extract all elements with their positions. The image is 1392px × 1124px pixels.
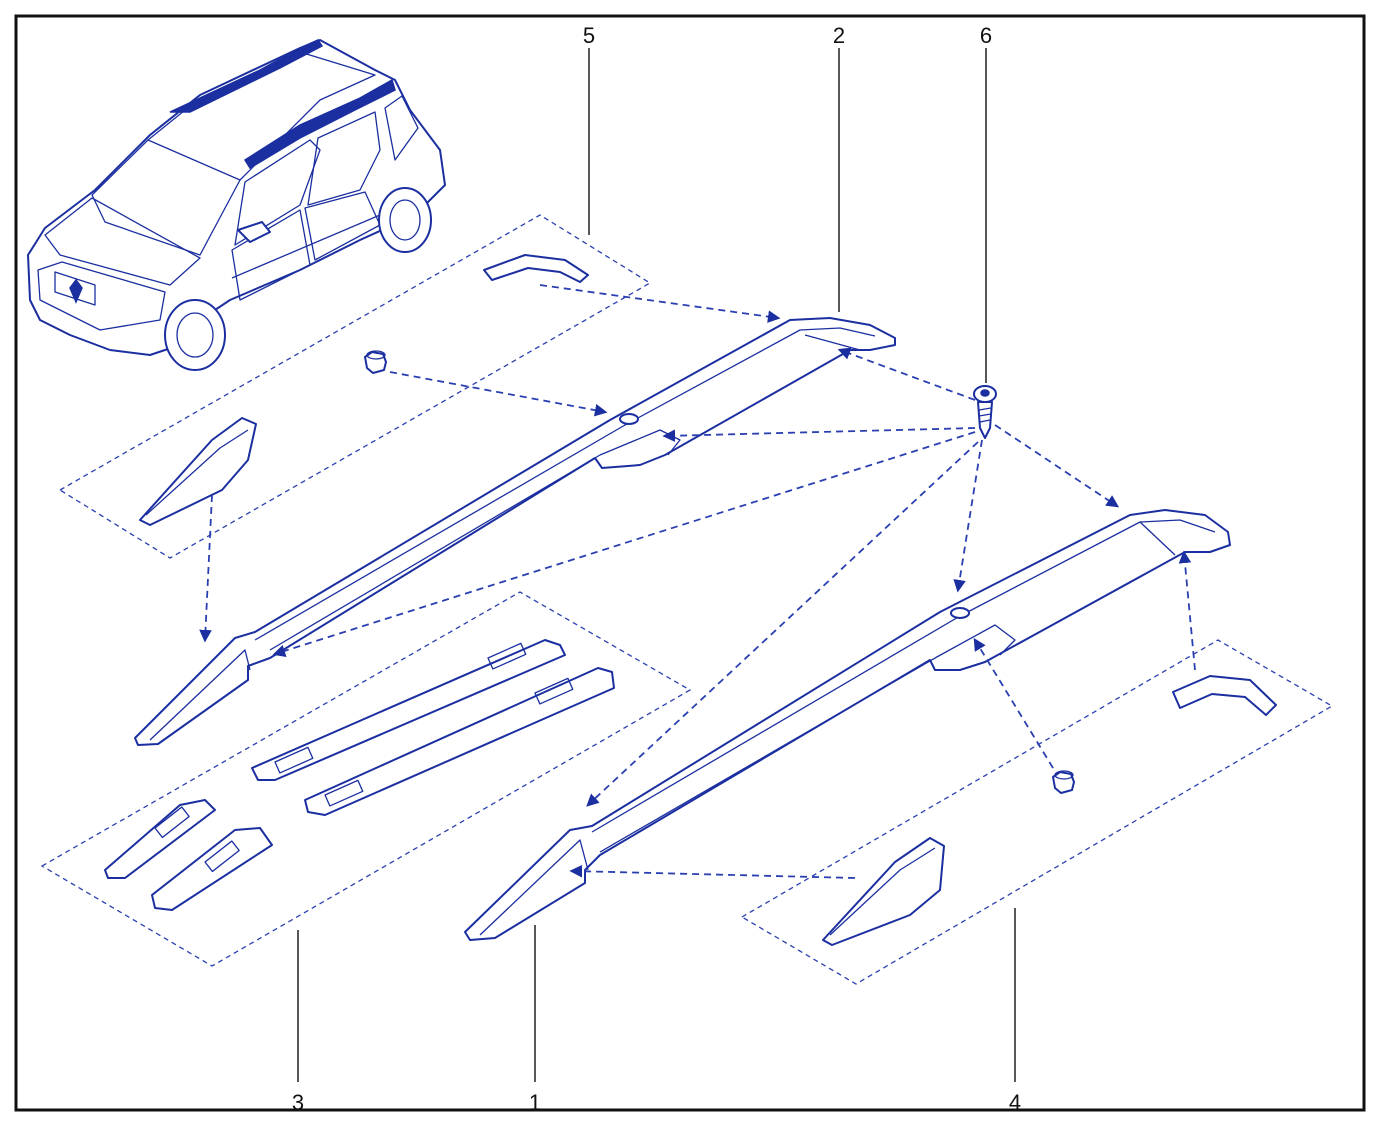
end-cap-rear-upper [483,254,589,283]
end-cap-front-left [139,417,257,526]
screw [973,385,997,439]
end-cap-front-right [822,837,945,946]
callout-4: 4 [1009,1090,1021,1115]
plug-upper [364,350,387,374]
rail-upper-screw-hole [619,413,639,425]
callout-2: 2 [833,23,845,48]
car-illustration [27,39,446,371]
roof-rail-lower [464,509,1231,941]
diagram-frame [14,14,1366,1112]
assembly-arrows [199,284,1196,879]
tray-lower-left [40,591,692,967]
rail-lower-screw-hole [950,607,970,619]
leader-lines [297,48,1016,1082]
callout-6: 6 [980,23,992,48]
seal-short-2 [151,827,273,911]
tray-upper-left [58,214,652,559]
seal-long-1 [251,639,566,781]
seal-long-2 [304,667,615,816]
callout-1: 1 [529,1090,541,1115]
plug-lower [1052,770,1075,794]
callout-5: 5 [583,23,595,48]
end-cap-rear-lower [1172,675,1277,716]
seal-short-1 [104,799,216,879]
callout-3: 3 [292,1090,304,1115]
